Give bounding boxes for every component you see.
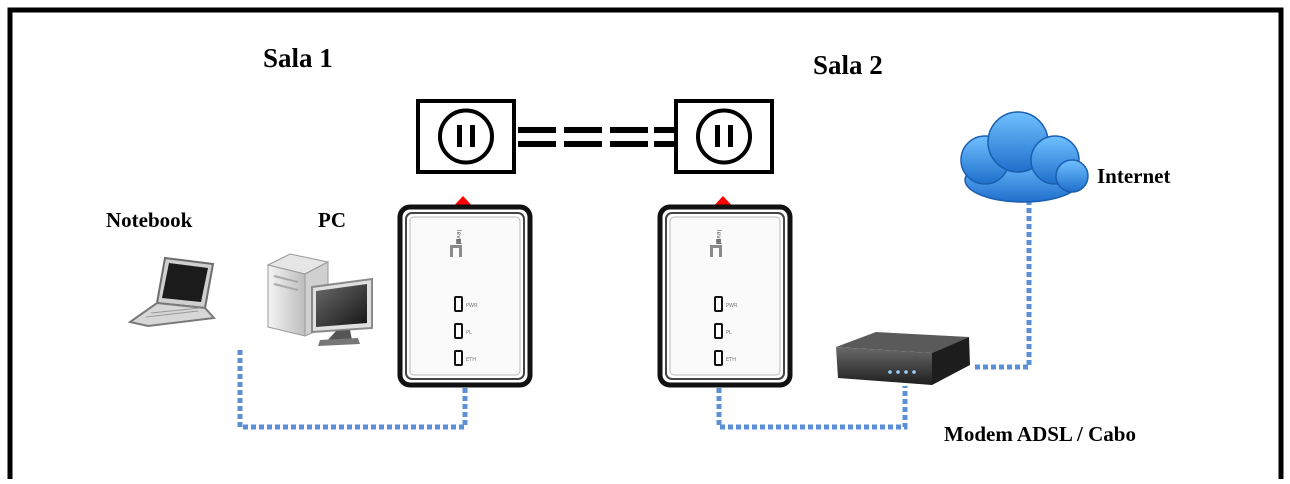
powerline-link	[518, 127, 674, 147]
outlet-sala2	[674, 99, 774, 174]
room-label-sala2: Sala 2	[813, 50, 883, 80]
modem-label: Modem ADSL / Cabo	[944, 422, 1136, 446]
svg-text:ETH: ETH	[726, 357, 736, 363]
frame-border	[7, 7, 1284, 479]
svg-text:level: level	[455, 230, 462, 245]
svg-text:ETH: ETH	[466, 357, 476, 363]
powerline-adapter-sala1: level PWR PL ETH	[400, 207, 530, 385]
room-label-sala1: Sala 1	[263, 43, 333, 73]
notebook-label: Notebook	[106, 208, 193, 232]
notebook-icon	[127, 256, 217, 328]
ethernet-link-sala2	[716, 386, 908, 430]
outlet-sala1	[416, 99, 516, 174]
internet-link	[975, 196, 1032, 370]
internet-label: Internet	[1097, 164, 1171, 188]
svg-text:level: level	[715, 230, 722, 245]
svg-text:PL: PL	[726, 330, 732, 336]
cloud-icon	[960, 111, 1089, 203]
svg-text:PWR: PWR	[726, 303, 738, 309]
pc-label: PC	[318, 208, 346, 232]
svg-text:PWR: PWR	[466, 303, 478, 309]
powerline-adapter-sala2: level PWR PL ETH	[660, 207, 790, 385]
pc-icon	[266, 253, 373, 346]
ethernet-link-sala1	[237, 350, 468, 430]
modem-icon	[836, 332, 970, 385]
svg-text:PL: PL	[466, 330, 472, 336]
